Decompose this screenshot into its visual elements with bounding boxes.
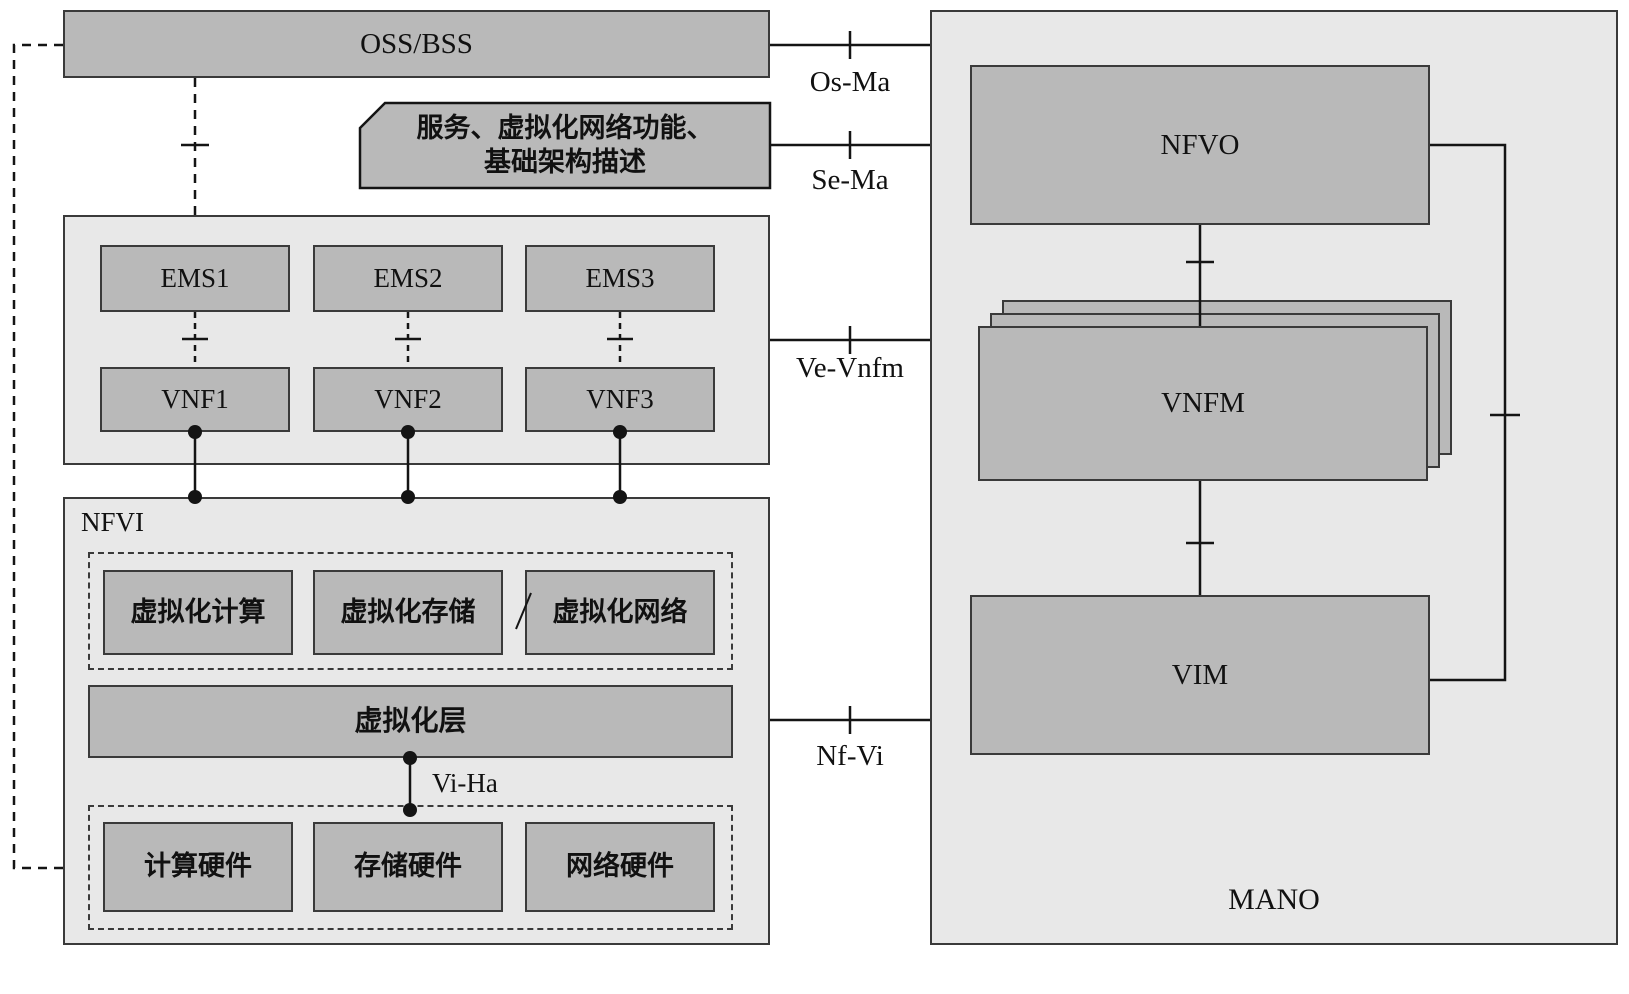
virtual-network-label: 虚拟化网络	[552, 596, 688, 627]
descriptor-line2: 基础架构描述	[484, 146, 646, 177]
os-ma-label: Os-Ma	[809, 66, 891, 98]
vnf2-label: VNF2	[374, 383, 442, 414]
ems2-box: EMS2	[313, 245, 503, 312]
vnf1-box: VNF1	[100, 367, 290, 432]
vnf1-label: VNF1	[161, 383, 229, 414]
nfvo-box: NFVO	[970, 65, 1430, 225]
oss-nfvi-dashed-link	[12, 43, 63, 870]
storage-hardware-label: 存储硬件	[354, 851, 462, 882]
vnfm-box: VNFM	[978, 326, 1428, 481]
virtual-network-box: 虚拟化网络	[525, 570, 715, 655]
vim-box: VIM	[970, 595, 1430, 755]
ems1-box: EMS1	[100, 245, 290, 312]
vim-label: VIM	[1171, 658, 1229, 691]
descriptor-line1: 服务、虚拟化网络功能、	[416, 112, 714, 143]
virtual-storage-label: 虚拟化存储	[340, 596, 476, 627]
se-ma-label: Se-Ma	[811, 164, 889, 196]
descriptor-box: 服务、虚拟化网络功能、 基础架构描述	[360, 103, 770, 188]
ems3-box: EMS3	[525, 245, 715, 312]
vi-ha-label: Vi-Ha	[432, 768, 498, 798]
vnf3-label: VNF3	[586, 383, 654, 414]
ve-vnfm-label: Ve-Vnfm	[796, 352, 904, 384]
mano-label: MANO	[1228, 883, 1320, 916]
compute-hardware-box: 计算硬件	[103, 822, 293, 912]
oss-bss-label: OSS/BSS	[360, 27, 473, 60]
oss-bss-box: OSS/BSS	[63, 10, 770, 78]
ems3-label: EMS3	[585, 262, 655, 293]
virtual-resources-dashed-box	[88, 552, 733, 670]
vnfm-label: VNFM	[1161, 387, 1245, 420]
virtual-compute-label: 虚拟化计算	[130, 596, 266, 627]
vnf3-box: VNF3	[525, 367, 715, 432]
ems1-label: EMS1	[160, 262, 230, 293]
network-hardware-label: 网络硬件	[566, 851, 674, 882]
nfvi-label: NFVI	[81, 507, 145, 537]
vnf2-box: VNF2	[313, 367, 503, 432]
storage-hardware-box: 存储硬件	[313, 822, 503, 912]
virtualization-layer-box: 虚拟化层	[88, 685, 733, 758]
virtual-compute-box: 虚拟化计算	[103, 570, 293, 655]
network-hardware-box: 网络硬件	[525, 822, 715, 912]
virtual-storage-box: 虚拟化存储	[313, 570, 503, 655]
nf-vi-label: Nf-Vi	[816, 740, 884, 772]
ems2-label: EMS2	[373, 262, 443, 293]
nfvo-label: NFVO	[1160, 128, 1240, 161]
virtualization-layer-label: 虚拟化层	[354, 706, 467, 737]
compute-hardware-label: 计算硬件	[144, 851, 252, 882]
